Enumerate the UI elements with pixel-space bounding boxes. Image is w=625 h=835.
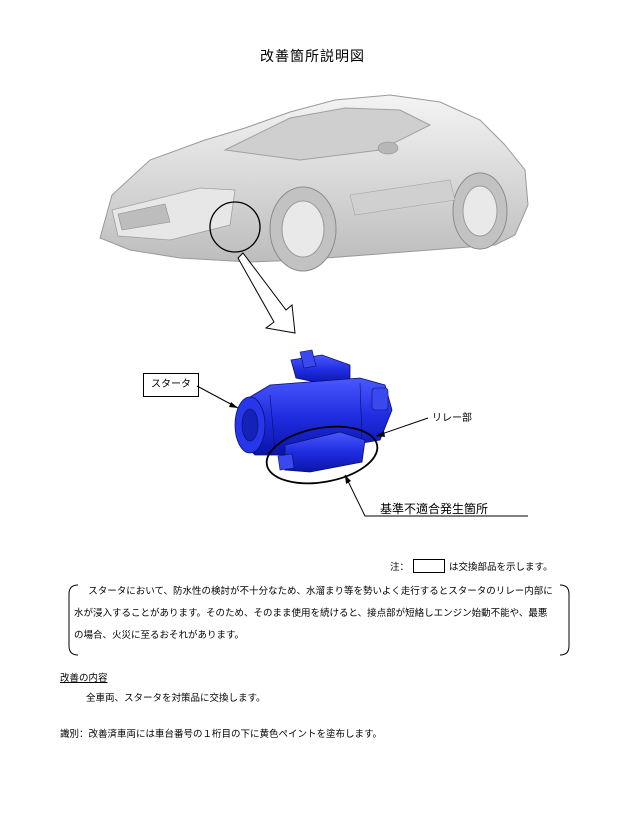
pointer-arrow: [237, 252, 296, 334]
starter-label: スタータ: [143, 373, 199, 397]
replacement-part-swatch: [413, 559, 446, 573]
identification-text: 識別：改善済車両には車台番号の１桁目の下に黄色ペイントを塗布します。: [60, 729, 383, 740]
car-illustration: [99, 94, 529, 272]
defect-location-label: 基準不適合発生箇所: [380, 502, 489, 516]
remedy-text: 全車両、スタータを対策品に交換します。: [86, 693, 266, 704]
note-prefix: 注：: [390, 562, 410, 573]
cause-description: スタータにおいて、防水性の検討が不十分なため、水溜まり等を勢いよく走行するとスタ…: [74, 581, 554, 647]
legend-note: 注： は交換部品を示します。: [390, 559, 553, 573]
defect-leader: [344, 474, 528, 517]
relay-ellipse: [265, 425, 379, 485]
page-title: 改善箇所説明図: [260, 49, 365, 65]
starter-illustration: [234, 349, 393, 473]
relay-label: リレー部: [432, 413, 472, 424]
left-bracket: [68, 584, 79, 656]
improvement-figure: [99, 94, 529, 517]
right-bracket: [559, 584, 570, 656]
cause-text: スタータにおいて、防水性の検討が不十分なため、水溜まり等を勢いよく走行するとスタ…: [74, 586, 553, 641]
remedy-heading: 改善の内容: [60, 673, 108, 684]
location-circle: [209, 201, 261, 253]
relay-leader: [375, 417, 429, 437]
note-suffix: は交換部品を示します。: [449, 562, 553, 573]
